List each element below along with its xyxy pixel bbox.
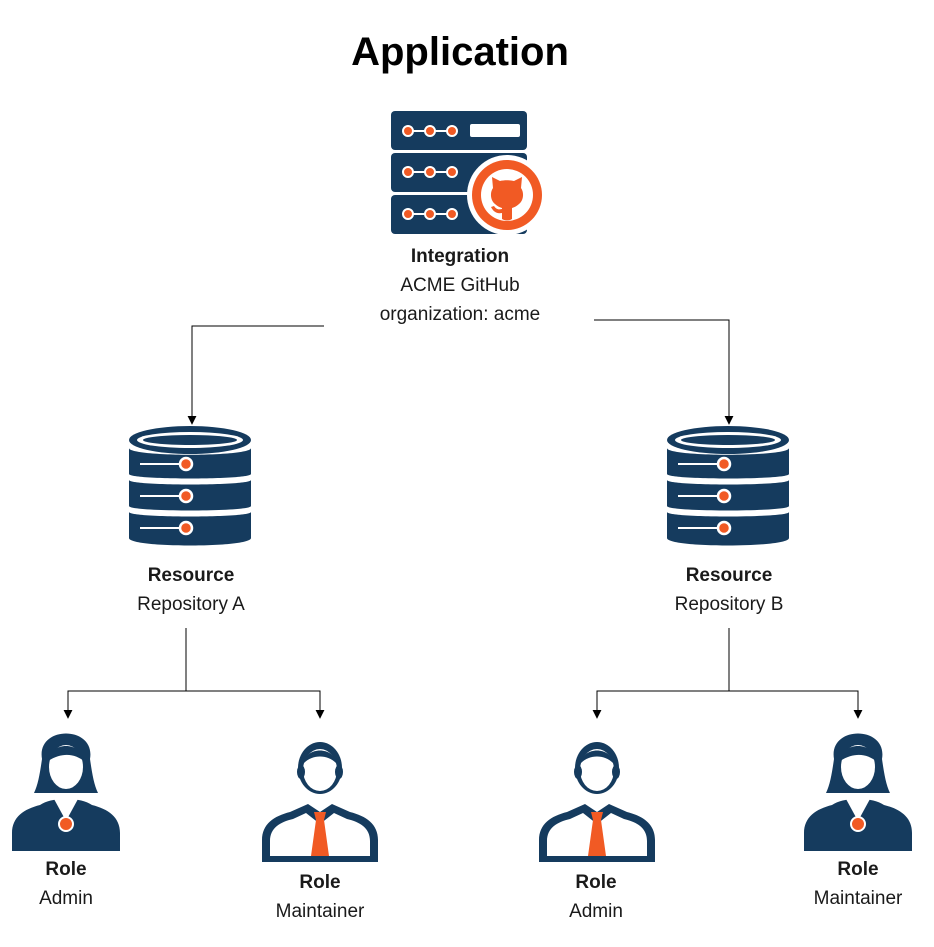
- github-server-icon: [391, 111, 547, 235]
- female-user-icon-admin-a: [11, 732, 121, 852]
- edge-integration-repo-a: [187, 325, 324, 425]
- edge-repo-a-admin: [63, 690, 186, 719]
- page-title: Application: [351, 30, 569, 74]
- resource-a-name: Repository A: [137, 594, 245, 615]
- integration-detail: organization: acme: [379, 304, 541, 325]
- edge-repo-b-maintainer: [729, 690, 863, 719]
- database-icon-repo-a: [127, 424, 253, 547]
- edge-repo-a-maintainer: [186, 690, 325, 719]
- male-user-icon-admin-b: [539, 742, 655, 862]
- integration-heading: Integration: [410, 246, 510, 267]
- edge-integration-repo-b: [594, 319, 734, 425]
- male-user-icon-maintainer-a: [262, 742, 378, 862]
- role-admin-a-name: Admin: [39, 888, 93, 909]
- role-admin-b-name: Admin: [569, 901, 623, 922]
- role-maintainer-b-heading: Role: [837, 859, 879, 880]
- role-admin-b-heading: Role: [575, 872, 617, 893]
- female-user-icon-maintainer-b: [803, 732, 913, 852]
- resource-b-name: Repository B: [674, 594, 784, 615]
- database-icon-repo-b: [665, 424, 791, 547]
- resource-a-heading: Resource: [147, 565, 235, 586]
- role-admin-a-heading: Role: [45, 859, 87, 880]
- github-octocat-icon: [490, 177, 524, 221]
- role-maintainer-a-name: Maintainer: [275, 901, 365, 922]
- edge-repo-b-admin: [592, 690, 729, 719]
- integration-name: ACME GitHub: [400, 275, 520, 296]
- connectors: [63, 319, 863, 719]
- resource-b-heading: Resource: [685, 565, 773, 586]
- role-maintainer-b-name: Maintainer: [813, 888, 903, 909]
- role-maintainer-a-heading: Role: [299, 872, 341, 893]
